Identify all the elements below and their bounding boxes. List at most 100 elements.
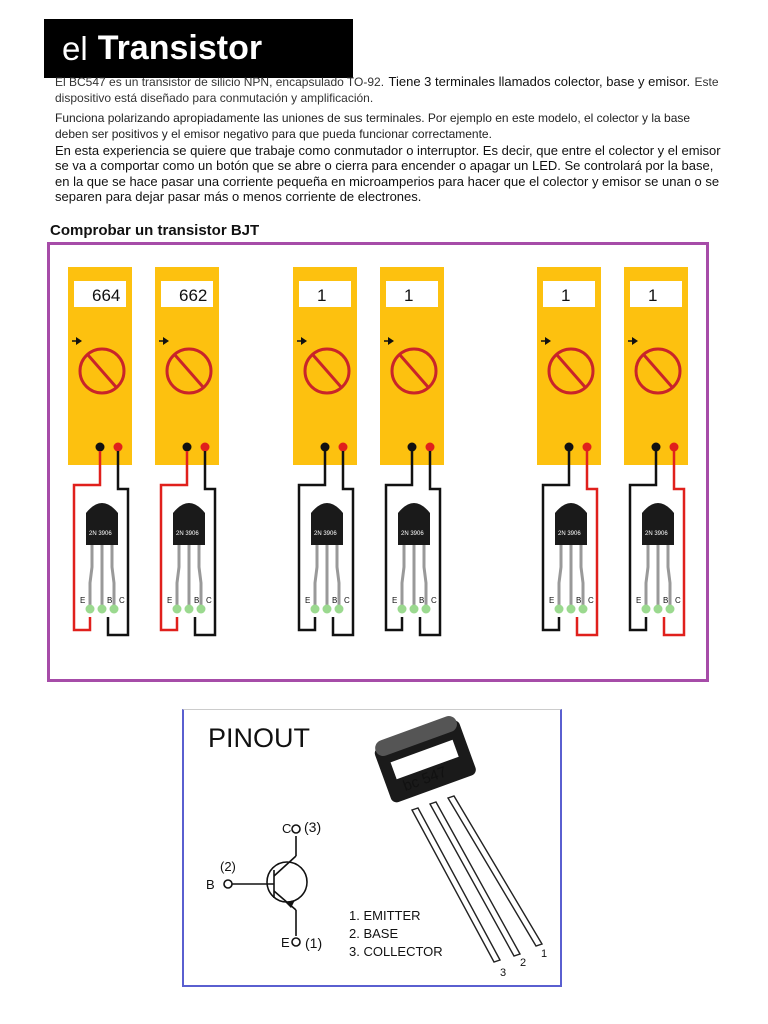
test-wire-right: [662, 451, 686, 637]
dial-icon: [165, 347, 213, 395]
pin-contact: [554, 604, 564, 614]
dial-needle: [311, 354, 343, 388]
pin-label: E: [167, 596, 172, 605]
pin-label: B: [194, 596, 199, 605]
transistor-leg: [335, 545, 341, 607]
intro-paragraph-2: Funciona polarizando apropiadamente las …: [55, 111, 691, 141]
pin-label: E: [636, 596, 641, 605]
multimeter-display: [74, 281, 126, 307]
leg-number-1: 1: [541, 948, 547, 960]
pin-label: B: [576, 596, 581, 605]
pin-label: E: [305, 596, 310, 605]
transistor-leg: [313, 545, 319, 607]
pin-label: C: [588, 596, 594, 605]
pin-contact: [172, 604, 182, 614]
arrow-icon: [632, 337, 638, 345]
test-wire-left: [159, 451, 189, 632]
multimeter-reading: 1: [561, 286, 570, 305]
dial-needle: [555, 354, 587, 388]
transistor-body: [555, 503, 587, 545]
multimeter-display: [543, 281, 595, 307]
pin-label: E: [549, 596, 554, 605]
intro-emphasis-text: Tiene 3 terminales llamados colector, ba…: [388, 74, 691, 89]
npn-symbol: [223, 824, 308, 947]
multimeter-reading: 1: [648, 286, 657, 305]
pin-contact: [85, 604, 95, 614]
dial-needle: [398, 354, 430, 388]
probe-jack-red: [582, 442, 592, 452]
dial-icon: [634, 347, 682, 395]
transistor-label: 2N 3906: [176, 531, 199, 537]
dial-needle: [86, 354, 118, 388]
pin-label: C: [119, 596, 125, 605]
dial-icon: [78, 347, 126, 395]
title-prefix: el: [62, 29, 88, 67]
test-wire-right: [418, 451, 442, 637]
probe-jack-black: [564, 442, 574, 452]
pin-label: B: [332, 596, 337, 605]
pinout-figure: PINOUT C (3) (2) B E (1) b: [182, 709, 562, 987]
to92-package: bc 547: [374, 716, 544, 963]
pin-label: B: [419, 596, 424, 605]
pin-label: C: [206, 596, 212, 605]
transistor-leg: [579, 545, 585, 607]
legend-emitter: 1. EMITTER: [349, 908, 421, 923]
multimeter-display: [630, 281, 682, 307]
transistor-label: 2N 3906: [645, 531, 668, 537]
transistor-body: [398, 503, 430, 545]
pinout-diagram: PINOUT C (3) (2) B E (1) b: [206, 716, 547, 979]
pin-label: E: [80, 596, 85, 605]
intro-small-text-2: Este dispositivo está diseñado para conm…: [55, 75, 719, 105]
transistor-body: [173, 503, 205, 545]
pin-label: B: [107, 596, 112, 605]
section-heading: Comprobar un transistor BJT: [50, 222, 260, 239]
test-wire-right: [193, 451, 217, 637]
leg-number-3: 3: [500, 967, 506, 979]
probe-jack-red: [200, 442, 210, 452]
pin-label: C: [431, 596, 437, 605]
test-wire-left: [297, 451, 327, 632]
collector-number: (3): [304, 819, 321, 835]
transistor-leg: [644, 545, 650, 607]
transistor-leg: [400, 545, 406, 607]
probe-jack-black: [182, 442, 192, 452]
pinout-title: PINOUT: [208, 723, 310, 753]
pin-contact: [334, 604, 344, 614]
transistor-leg: [197, 545, 203, 607]
pin-contact: [196, 604, 206, 614]
title-banner: el Transistor: [44, 19, 353, 78]
transistor-label: 2N 3906: [558, 531, 581, 537]
legend-collector: 3. COLLECTOR: [349, 944, 443, 959]
emitter-number: (1): [305, 935, 322, 951]
arrow-icon: [76, 337, 82, 345]
page-title: Transistor: [97, 29, 263, 67]
pin-contact: [97, 604, 107, 614]
pin-contact: [653, 604, 663, 614]
pin-contact: [566, 604, 576, 614]
test-wire-right: [331, 451, 355, 637]
transistor-leg: [88, 545, 94, 607]
probe-jack-black: [651, 442, 661, 452]
transistor-leg: [175, 545, 181, 607]
pin-label: C: [344, 596, 350, 605]
arrow-icon: [388, 337, 394, 345]
probe-jack-black: [95, 442, 105, 452]
pin-contact: [310, 604, 320, 614]
emitter-label: E: [281, 935, 290, 950]
probe-jack-red: [113, 442, 123, 452]
pin-contact: [397, 604, 407, 614]
pin-label: E: [392, 596, 397, 605]
dial-needle: [642, 354, 674, 388]
transistor-body: [642, 503, 674, 545]
leg-number-2: 2: [520, 957, 526, 969]
emitter-arrow-icon: [285, 900, 295, 908]
multimeter-reading: 1: [404, 286, 413, 305]
pin-contact: [322, 604, 332, 614]
transistor-leg: [110, 545, 116, 607]
pin-contact: [421, 604, 431, 614]
